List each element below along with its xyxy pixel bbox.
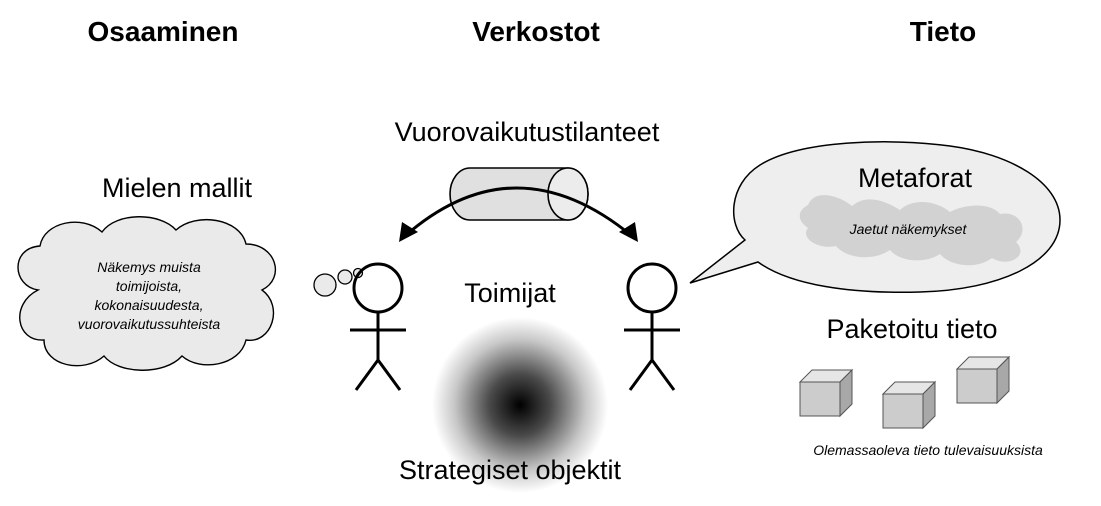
thought-line: kokonaisuudesta, [94,297,204,313]
header-osaaminen: Osaaminen [87,16,239,47]
label-mental-models: Mielen mallit [101,173,253,203]
label-packaged-knowledge: Paketoitu tieto [826,314,998,344]
thought-text: Näkemys muista toimijoista, kokonaisuude… [40,258,258,334]
shared-views-text: Jaetut näkemykset [849,221,967,237]
thought-line: toimijoista, [115,278,183,294]
label-metaphors: Metaforat [857,163,973,193]
left-actor-figure [350,262,406,391]
existing-knowledge-text: Olemassaoleva tieto tulevaisuuksista [813,442,1043,458]
thought-line: Näkemys muista [97,259,201,275]
shared-views-blob [799,195,1023,266]
label-actors: Toimijat [464,278,556,308]
speech-bubble [689,141,1061,294]
label-interactions: Vuorovaikutustilanteet [394,117,660,147]
interaction-cylinder [449,167,589,221]
strategic-object-sphere [432,317,608,493]
thought-cloud [17,216,364,371]
arrow-head-right [619,222,638,242]
thought-line: vuorovaikutussuhteista [77,316,221,332]
header-verkostot: Verkostot [472,16,600,47]
cube-left [798,368,854,418]
arrow-head-left [399,222,418,242]
right-actor-figure [624,262,680,391]
header-tieto: Tieto [909,16,977,47]
label-strategic-objects: Strategiset objektit [398,455,622,485]
interaction-arrow [404,186,633,238]
cube-middle [881,380,937,430]
cube-right [955,355,1011,405]
